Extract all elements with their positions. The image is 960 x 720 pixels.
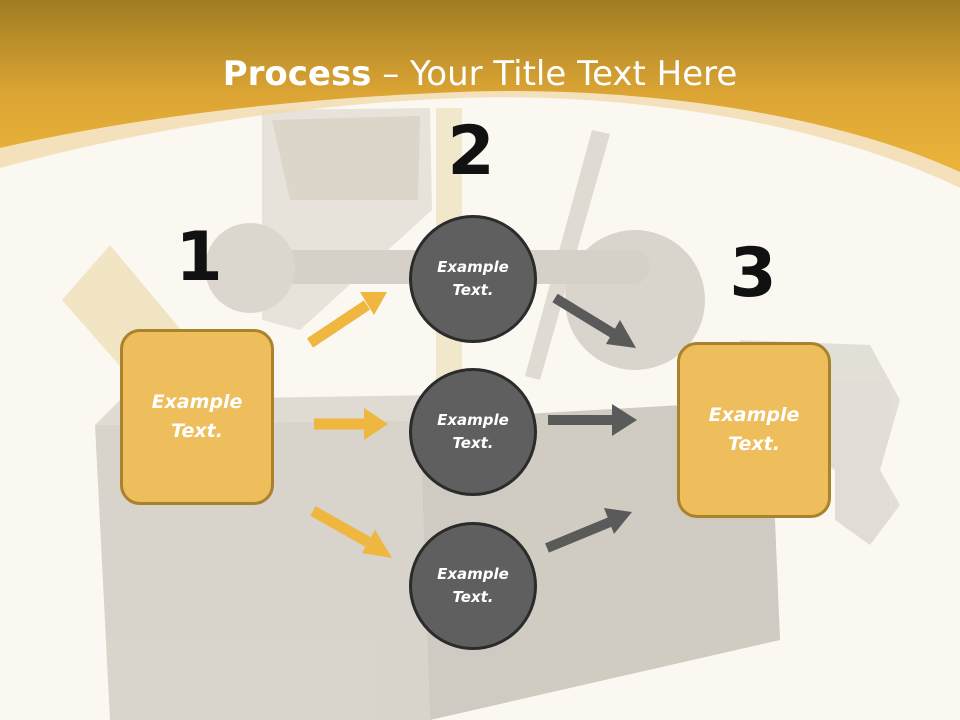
step-circle-middle: Example Text. bbox=[409, 368, 537, 496]
step-circle-middle-text: Example Text. bbox=[437, 411, 509, 452]
step-box-3: Example Text. bbox=[677, 342, 831, 518]
step-circle-bottom: Example Text. bbox=[409, 522, 537, 650]
step-box-1: Example Text. bbox=[120, 329, 274, 505]
step-circle-top: Example Text. bbox=[409, 215, 537, 343]
title-rest: – Your Title Text Here bbox=[371, 54, 738, 94]
title-bold: Process bbox=[222, 54, 372, 94]
step-number-1: 1 bbox=[175, 218, 223, 297]
slide-title: Process – Your Title Text Here bbox=[0, 52, 960, 96]
step-box-3-text: Example Text. bbox=[708, 404, 800, 455]
step-number-2: 2 bbox=[447, 112, 495, 191]
step-circle-bottom-text: Example Text. bbox=[437, 565, 509, 606]
step-box-1-text: Example Text. bbox=[151, 391, 243, 442]
step-number-3: 3 bbox=[729, 234, 777, 313]
step-circle-top-text: Example Text. bbox=[437, 258, 509, 299]
